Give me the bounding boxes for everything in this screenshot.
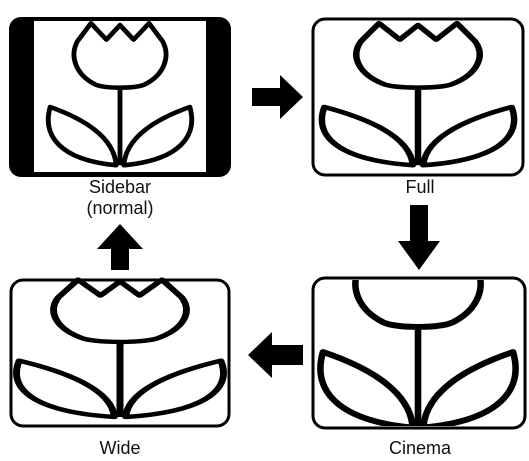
panel-cinema-label: Cinema — [330, 438, 510, 459]
arrow-up-icon — [97, 224, 143, 270]
panel-sidebar — [9, 17, 231, 177]
panel-full — [313, 19, 523, 175]
arrow-left-icon — [248, 332, 303, 378]
arrow-down-icon — [398, 205, 440, 270]
arrow-right-icon — [252, 75, 303, 119]
panel-wide — [11, 280, 229, 426]
panel-sidebar-label-line1: Sidebar — [30, 177, 210, 198]
panel-wide-label: Wide — [30, 438, 210, 459]
panel-full-label: Full — [330, 177, 510, 198]
panel-sidebar-label-line2: (normal) — [30, 198, 210, 219]
panel-cinema — [313, 243, 525, 428]
panel-sidebar-label: Sidebar (normal) — [30, 177, 210, 219]
